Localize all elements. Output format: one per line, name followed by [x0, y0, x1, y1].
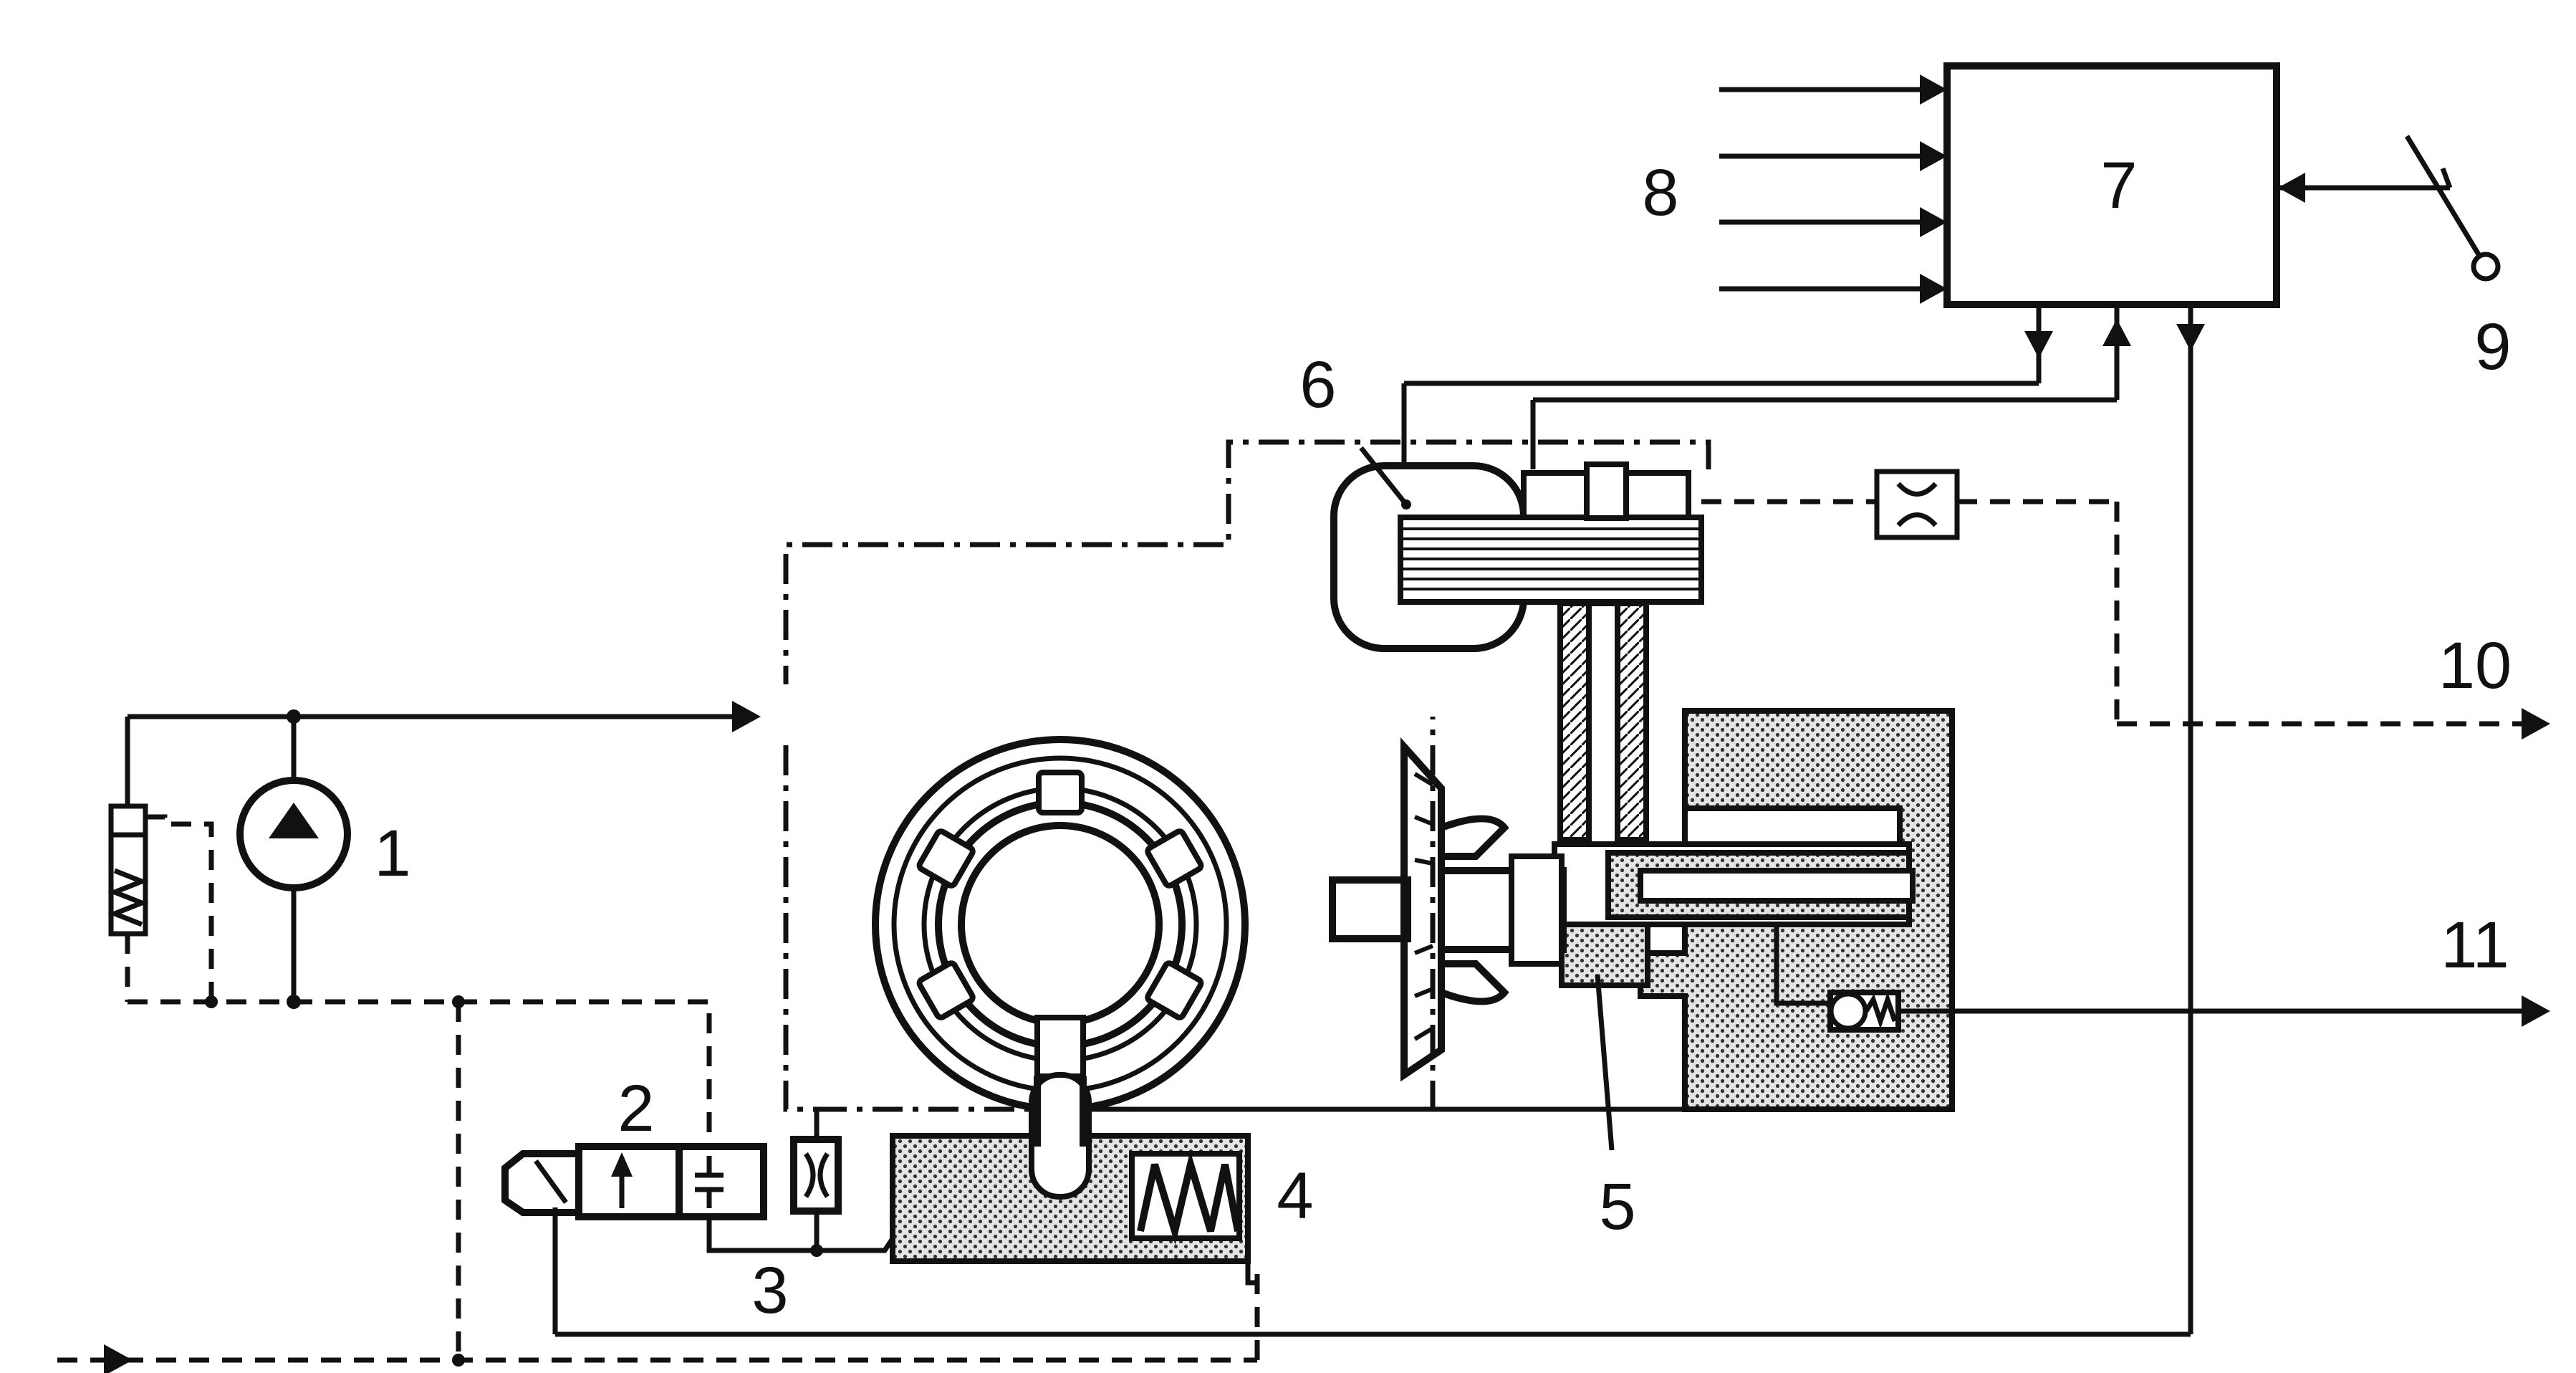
spring — [1137, 1150, 1241, 1245]
relief-valve — [107, 803, 218, 1008]
drive-wheel — [1329, 737, 1567, 1082]
label-throttle-node: 3 — [751, 1254, 788, 1327]
arrow-head — [1920, 75, 1947, 105]
control-wiring — [552, 305, 2205, 1337]
return-line-10: 10 — [1701, 469, 2550, 740]
arrow-head — [2522, 708, 2550, 740]
pump: 1 — [236, 709, 411, 1009]
arrow-head — [2024, 331, 2053, 358]
drive-shaft — [1329, 876, 1411, 942]
spring-chamber: 4 — [890, 1072, 1314, 1264]
ring-inner — [958, 822, 1163, 1027]
control-unit: 7 — [1943, 62, 2280, 308]
switch-contact — [2471, 252, 2501, 282]
label-spring-chamber: 4 — [1277, 1159, 1313, 1233]
label-inputs: 8 — [1642, 156, 1678, 229]
arrow-head — [2102, 319, 2131, 346]
wheel-disc — [1400, 737, 1445, 1082]
actuator-piston — [1638, 868, 1916, 904]
label-outlet-lower: 11 — [2441, 909, 2509, 982]
input-signal-lines: 8 — [1642, 75, 1947, 304]
arrow-head — [1920, 274, 1947, 304]
arrow-head — [732, 701, 761, 732]
throttle-upper — [1874, 469, 1960, 540]
arrow-head — [2522, 995, 2550, 1027]
label-switch: 9 — [2474, 310, 2511, 383]
pump-arrow — [269, 803, 319, 838]
label-solenoid-valve: 2 — [617, 1072, 654, 1145]
servo-shaft — [1586, 601, 1620, 850]
connection-line — [1083, 1106, 1685, 1286]
actuator: 11 — [1552, 708, 2550, 1112]
solenoid-coil — [501, 1150, 582, 1216]
label-control-unit: 7 — [2100, 149, 2137, 222]
arrow-head — [104, 1344, 133, 1373]
switch: 9 — [2277, 135, 2512, 383]
return-line — [57, 995, 1260, 1373]
rotor-ring — [872, 736, 1249, 1113]
solenoid-valve: 2 — [501, 1072, 817, 1253]
arrow-head — [1920, 207, 1947, 237]
label-servo-motor: 6 — [1299, 348, 1336, 421]
arrow-head — [2278, 173, 2305, 203]
label-outlet-upper: 10 — [2438, 629, 2512, 702]
label-actuator: 5 — [1599, 1170, 1635, 1243]
servo-motor: 6 — [1299, 348, 1704, 850]
arrow-head — [2176, 324, 2205, 351]
pressure-line — [125, 701, 761, 806]
valve-cell-1 — [575, 1143, 683, 1220]
valve-cell-2 — [676, 1143, 767, 1220]
switch-lever — [2405, 135, 2481, 256]
throttle-lower — [790, 1136, 842, 1215]
throttle-node: 3 — [751, 1136, 894, 1327]
arrow-head — [1920, 141, 1947, 171]
label-pump: 1 — [374, 817, 410, 890]
actuator-pointer: 5 — [1595, 974, 1636, 1243]
